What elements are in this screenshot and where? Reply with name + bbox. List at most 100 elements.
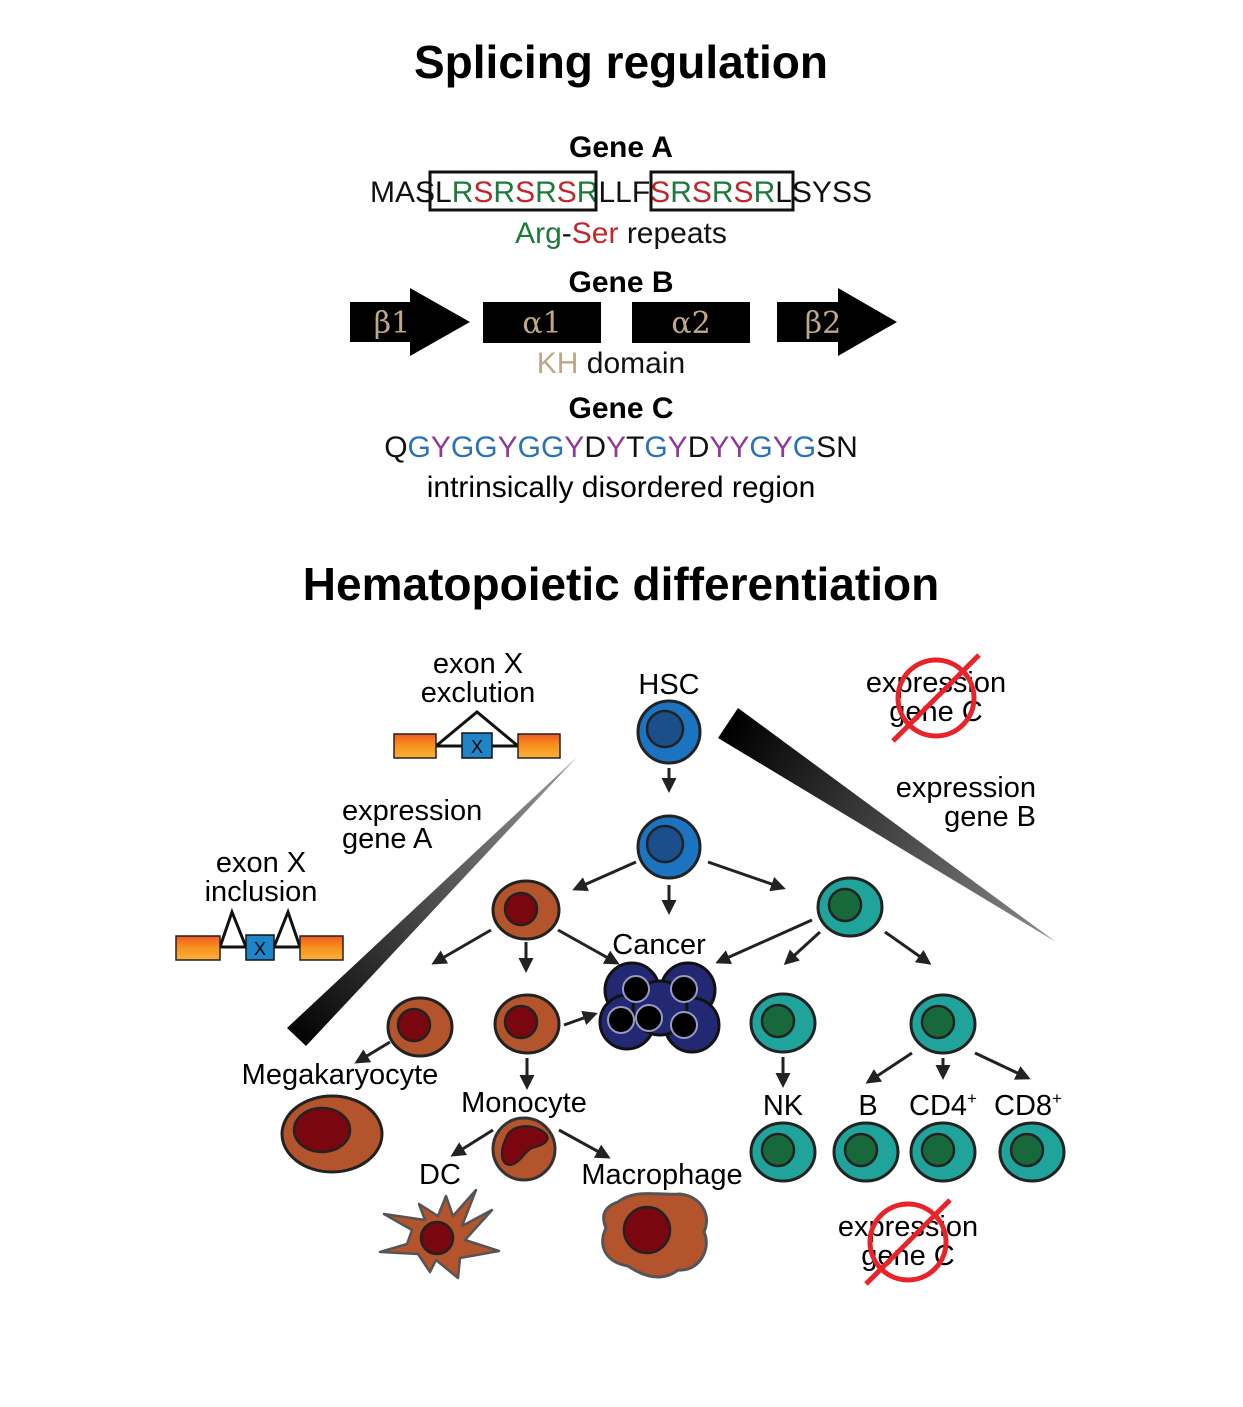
- alpha1-label: α1: [522, 306, 561, 341]
- dendritic-cell: [378, 1188, 501, 1280]
- gene-c-residue: D: [584, 431, 606, 464]
- gene-c-residue: Q: [384, 431, 407, 464]
- exon-inclusion-diagram: X: [175, 907, 344, 961]
- gene-a-caption: Arg-Ser repeats: [515, 217, 727, 250]
- gene-a-residue: S: [734, 176, 754, 209]
- beta1-arrow: [350, 288, 470, 356]
- cd8-text: CD8: [994, 1090, 1052, 1122]
- gene-a-residue: S: [473, 176, 493, 209]
- gene-c-caption: intrinsically disordered region: [427, 471, 816, 504]
- expression-gene-b-wedge: [718, 708, 1056, 942]
- gene-b-title: Gene B: [568, 266, 673, 299]
- expression-gene-c-top-label-1: expression: [866, 667, 1006, 699]
- megakaryocyte-cell: [280, 1094, 384, 1174]
- beta1-label: β1: [374, 306, 410, 341]
- gene-a-residue: R: [535, 176, 557, 209]
- monocyte-cell: [491, 1116, 557, 1182]
- cd8-plus: +: [1052, 1089, 1062, 1108]
- gene-c-residue: D: [688, 431, 710, 464]
- dc-label: DC: [419, 1159, 461, 1191]
- caption-kh: KH: [537, 347, 579, 380]
- gene-c-residue: Y: [729, 431, 749, 464]
- cancer-cell-cluster: [598, 961, 721, 1054]
- alpha2-label: α2: [671, 306, 710, 341]
- caption-arg: Arg: [515, 217, 562, 250]
- exon-box-left: [175, 935, 221, 961]
- gene-a-residue: R: [754, 176, 776, 209]
- exon-x-box: [245, 934, 275, 961]
- exon-x-label: X: [471, 737, 483, 757]
- title-splicing: Splicing regulation: [414, 36, 828, 88]
- gene-c-residue: G: [474, 431, 497, 464]
- cd4-label: CD4+: [909, 1089, 977, 1122]
- exon-box-right: [299, 935, 344, 961]
- exon-exclusion-label-1: exon X: [433, 648, 523, 680]
- arrow: [563, 1010, 598, 1027]
- no-expression-symbol-bottom: [864, 1198, 952, 1286]
- exon-exclusion-diagram: X: [393, 710, 561, 759]
- gene-a-residue: R: [670, 176, 692, 209]
- cd4-plus: +: [967, 1089, 977, 1108]
- expression-gene-b-label-1: expression: [896, 772, 1036, 804]
- hsc-cell: [636, 699, 702, 765]
- exon-box-right: [517, 733, 561, 759]
- arrow: [450, 1128, 494, 1157]
- nk-label: NK: [763, 1090, 804, 1122]
- gene-a-title: Gene A: [569, 131, 673, 164]
- expression-gene-a-wedge: [287, 757, 577, 1046]
- gene-a-residue: LSYSS: [775, 176, 872, 209]
- gene-c-residue: G: [451, 431, 474, 464]
- megakaryocyte-progenitor-cell: [386, 996, 454, 1058]
- arrow: [557, 928, 620, 965]
- expression-gene-c-bottom-label-1: expression: [838, 1211, 978, 1243]
- macrophage-label: Macrophage: [581, 1159, 742, 1191]
- gene-a-residue: R: [493, 176, 515, 209]
- expression-gene-a-label-1: expression: [342, 795, 482, 827]
- exon-box-left: [393, 733, 437, 759]
- title-hematopoietic: Hematopoietic differentiation: [303, 558, 939, 610]
- monocyte-label: Monocyte: [461, 1087, 587, 1119]
- no-expression-symbol-top: [891, 653, 981, 743]
- arrow: [974, 1051, 1031, 1080]
- gene-a-residue: S: [692, 176, 712, 209]
- cancer-label: Cancer: [612, 929, 706, 961]
- repeat-box-2: [649, 170, 795, 212]
- arrow: [865, 1051, 913, 1084]
- gene-c-residue: Y: [431, 431, 451, 464]
- hsc-label: HSC: [638, 669, 699, 701]
- gene-a-residue: LLF: [598, 176, 650, 209]
- gene-a-residue: MASL: [370, 176, 452, 209]
- arrow: [707, 860, 786, 892]
- gene-a-residue: S: [515, 176, 535, 209]
- exon-exclusion-label-2: exclution: [421, 677, 535, 709]
- nk-progenitor-cell: [749, 992, 817, 1054]
- lymphocyte-progenitor-cell: [909, 993, 977, 1055]
- cd8-label: CD8+: [994, 1089, 1062, 1122]
- gene-a-residue: R: [577, 176, 599, 209]
- exon-x-label: X: [254, 939, 266, 959]
- cd4-t-cell: [909, 1121, 977, 1183]
- arrow: [558, 1128, 611, 1159]
- arrow: [783, 930, 822, 966]
- gene-c-residue: G: [749, 431, 772, 464]
- megakaryocyte-label: Megakaryocyte: [242, 1059, 439, 1091]
- gene-b-caption: KH domain: [537, 347, 685, 380]
- b-cell-label: B: [858, 1090, 877, 1122]
- alpha1-block: [483, 302, 601, 343]
- gene-c-residue: Y: [773, 431, 793, 464]
- exon-inclusion-label-2: inclusion: [205, 876, 318, 908]
- exon-x-box: [461, 732, 493, 759]
- gene-c-residue: SN: [816, 431, 858, 464]
- arrow: [884, 930, 932, 965]
- nk-cell: [749, 1121, 817, 1183]
- gene-c-residue: G: [793, 431, 816, 464]
- gene-c-residue: T: [626, 431, 644, 464]
- gene-c-residue: Y: [606, 431, 626, 464]
- expression-gene-b-label-2: gene B: [944, 801, 1036, 833]
- gene-c-residue: Y: [564, 431, 584, 464]
- gene-a-residue: S: [650, 176, 670, 209]
- progenitor-cell: [636, 814, 702, 880]
- gene-a-residue: R: [712, 176, 734, 209]
- gene-c-residue: G: [644, 431, 667, 464]
